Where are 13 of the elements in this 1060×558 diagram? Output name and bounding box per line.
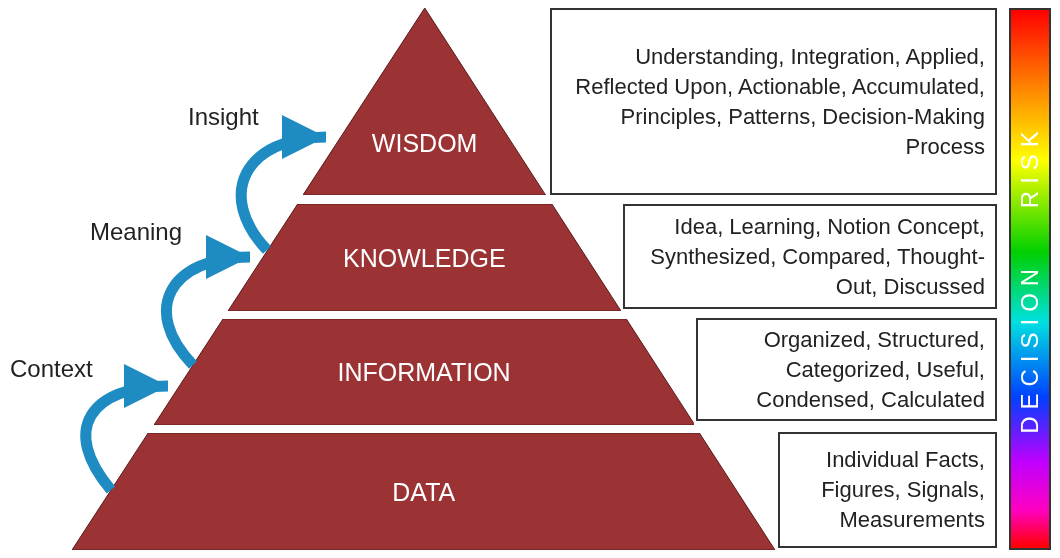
- level-title: INFORMATION: [337, 357, 511, 387]
- axis-label: DECISION RISK: [1016, 124, 1044, 434]
- curved-arrow: [235, 117, 327, 254]
- curved-arrow: [161, 237, 251, 369]
- level-title: WISDOM: [371, 128, 478, 158]
- description-box: Understanding, Integration, Applied, Reflected Upon, Actionable, Accumulated, Principles, Patterns, Decision-Making Process: [549, 8, 997, 195]
- description-box: Organized, Structured, Categorized, Useful, Condensed, Calculated: [695, 318, 997, 421]
- level-title: KNOWLEDGE: [343, 243, 506, 272]
- description-box: Individual Facts, Figures, Signals, Measurements: [777, 432, 997, 548]
- curved-arrow: [80, 366, 169, 494]
- risk-gradient-bar: [1009, 8, 1051, 550]
- level-title: DATA: [392, 477, 456, 506]
- description-box: Idea, Learning, Notion Concept, Synthesized, Compared, Thought-Out, Discussed: [623, 204, 997, 309]
